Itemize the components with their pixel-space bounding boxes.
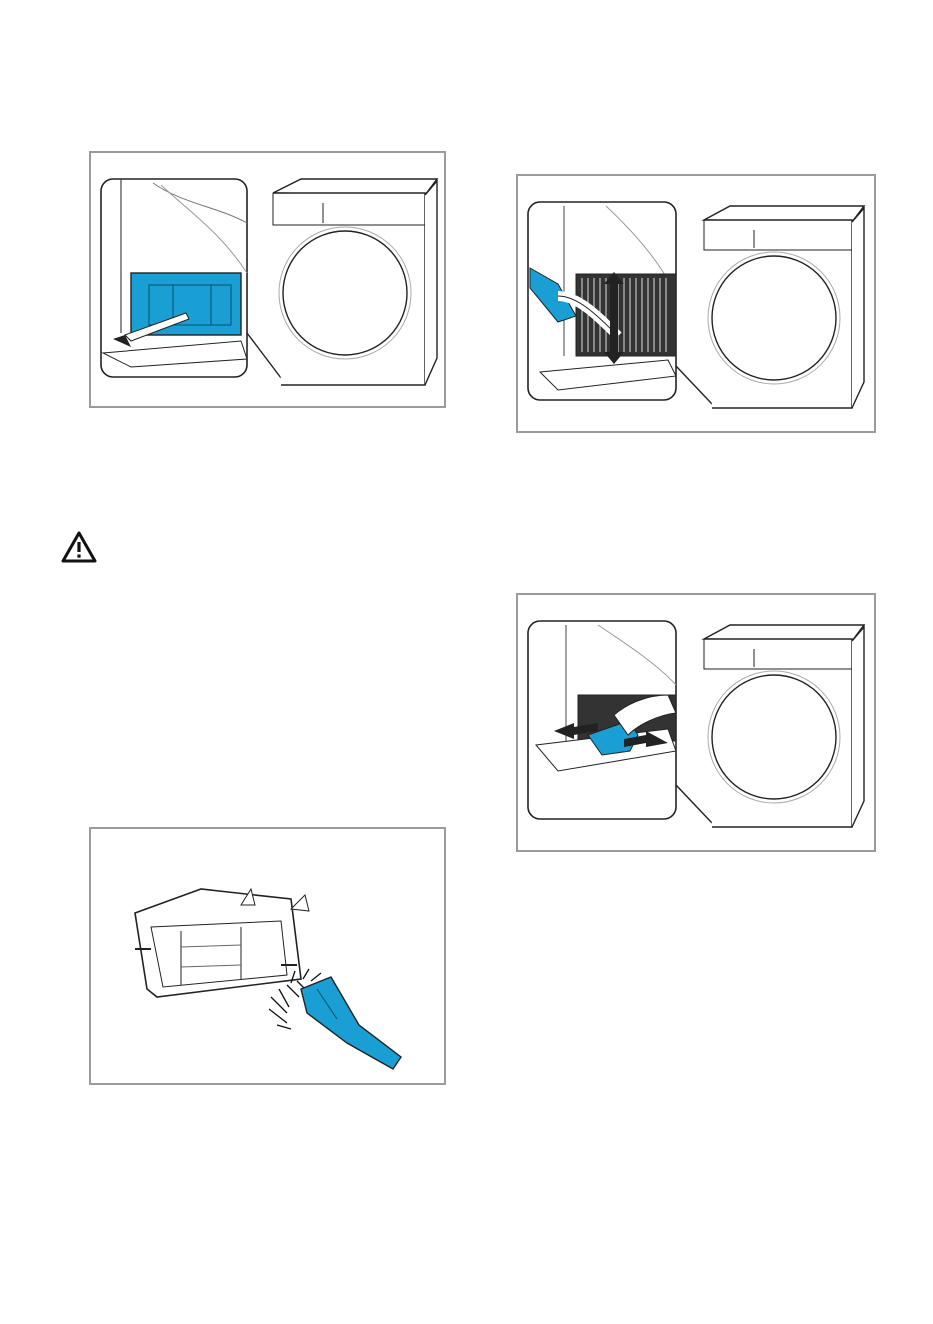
illustration-wipe-seals — [518, 595, 874, 850]
illustration-clean-heat-exchanger — [518, 176, 874, 431]
warning-triangle-icon — [60, 530, 98, 564]
figure-clean-heat-exchanger — [516, 174, 876, 433]
figure-remove-filter — [89, 151, 446, 408]
figure-brush-filter-unit — [89, 827, 446, 1085]
figure-wipe-seals — [516, 593, 876, 852]
illustration-remove-filter — [91, 153, 444, 406]
illustration-brush-filter-unit — [91, 829, 444, 1083]
